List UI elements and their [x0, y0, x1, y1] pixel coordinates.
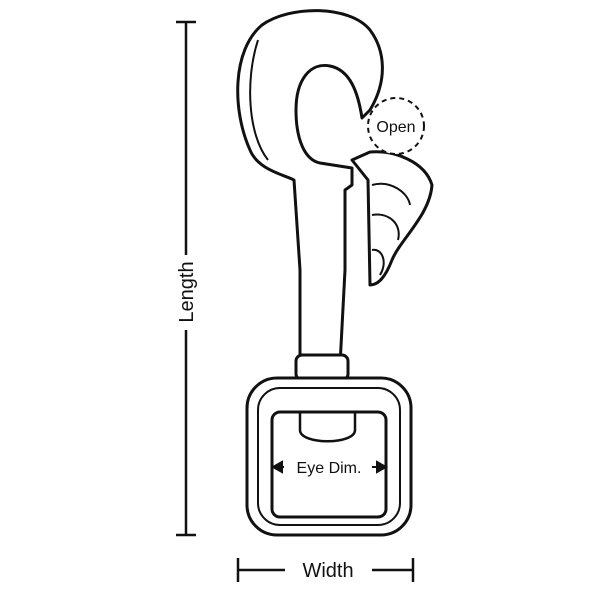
snap-hook — [236, 9, 434, 537]
length-label: Length — [176, 261, 198, 322]
width-dimension — [236, 558, 415, 582]
eye-dim-arrow-right-icon — [376, 460, 389, 474]
open-circle — [367, 97, 425, 155]
hook-body-outline — [236, 9, 384, 367]
eye-opening — [270, 410, 388, 519]
width-label: Width — [302, 560, 353, 582]
eye-frame-inner — [257, 387, 401, 526]
latch-shading — [371, 182, 411, 276]
eye-dim-arrow-left-icon — [270, 460, 283, 474]
swivel-rivet — [298, 412, 357, 443]
collar — [294, 353, 350, 382]
eye-dim-dimension — [270, 460, 389, 474]
hook-shading — [249, 39, 269, 161]
open-label: Open — [376, 119, 415, 136]
open-callout: Open — [367, 97, 425, 155]
length-dimension — [176, 20, 196, 537]
eye-dim-label: Eye Dim. — [297, 460, 362, 477]
